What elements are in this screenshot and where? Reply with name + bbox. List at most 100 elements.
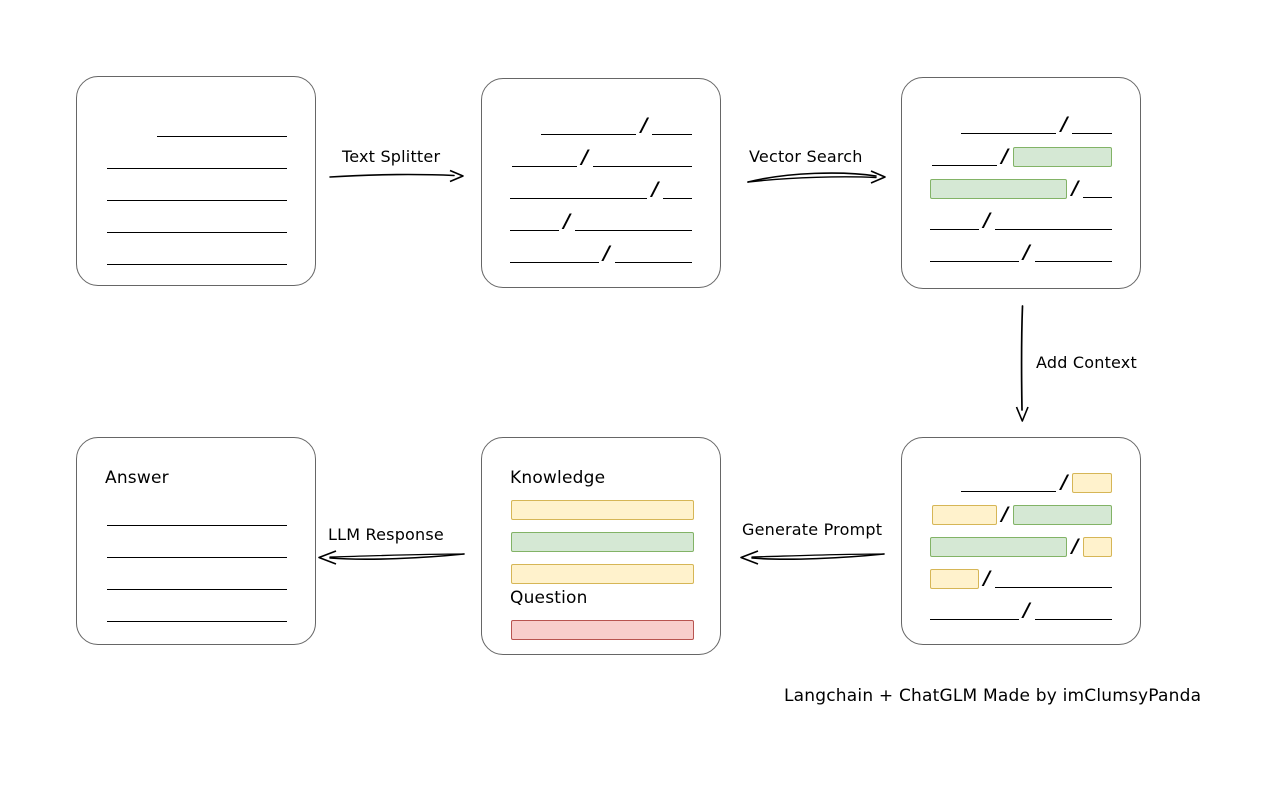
text-line-segment: [652, 115, 692, 137]
text-line-segment: [157, 117, 287, 139]
slash-separator: /: [563, 210, 571, 232]
text-line-segment: [930, 600, 1019, 622]
rule-lines-source-document: [107, 117, 287, 285]
rule-lines-context-chunks: /////: [930, 471, 1113, 644]
text-line-row: /: [932, 145, 1112, 168]
card-answer[interactable]: Answer: [76, 437, 316, 645]
text-line-segment: [510, 211, 559, 233]
rule-lines-answer: [107, 506, 287, 644]
slash-separator: /: [983, 209, 991, 231]
card-answer-content: [107, 438, 287, 644]
arrow-label-vector-search: Vector Search: [749, 147, 863, 166]
text-line-segment: [961, 114, 1057, 136]
text-line-segment: [930, 242, 1019, 264]
slash-separator: /: [1001, 145, 1009, 167]
arrow-label-generate-prompt: Generate Prompt: [742, 520, 883, 539]
text-line-row: [107, 570, 287, 592]
rule-lines-split-chunks: / / / / /: [510, 114, 693, 287]
text-line-segment: [663, 179, 692, 201]
card-context-chunks[interactable]: /////: [901, 437, 1141, 645]
slash-separator: /: [1071, 535, 1079, 557]
prompt-question-label: Question: [510, 588, 588, 608]
text-line-segment: [995, 568, 1112, 590]
highlight-chip-yellow: [932, 505, 997, 525]
text-line-segment: [541, 115, 637, 137]
footer-caption: Langchain + ChatGLM Made by imClumsyPand…: [784, 686, 1202, 706]
text-line-segment: [512, 147, 577, 169]
text-line-segment: [107, 602, 287, 624]
slash-separator: /: [1060, 113, 1068, 135]
text-line-row: [107, 245, 287, 267]
prompt-question-bar-1: [511, 620, 694, 640]
slash-separator: /: [1023, 241, 1031, 263]
card-split-chunks[interactable]: / / / / /: [481, 78, 721, 288]
highlight-chip-yellow: [1072, 473, 1112, 493]
text-line-row: /: [930, 177, 1112, 200]
text-line-row: /: [510, 178, 692, 201]
text-line-row: /: [930, 567, 1112, 590]
text-line-row: /: [930, 535, 1112, 558]
arrow-add-context: [1012, 305, 1034, 422]
slash-separator: /: [1001, 503, 1009, 525]
arrow-label-llm-response: LLM Response: [328, 525, 444, 544]
prompt-knowledge-bar-3: [511, 564, 694, 584]
text-line-segment: [107, 181, 287, 203]
card-prompt[interactable]: Knowledge Question: [481, 437, 721, 655]
prompt-knowledge-label: Knowledge: [510, 468, 606, 488]
text-line-row: /: [510, 242, 693, 265]
arrow-label-text-splitter: Text Splitter: [342, 147, 441, 166]
slash-separator: /: [640, 114, 648, 136]
text-line-segment: [961, 472, 1057, 494]
arrow-llm-response: [318, 548, 465, 566]
text-line-segment: [107, 506, 287, 528]
highlight-chip-green: [930, 179, 1068, 199]
text-line-row: [107, 538, 287, 560]
text-line-segment: [995, 210, 1112, 232]
card-matched-chunks[interactable]: / / / / /: [901, 77, 1141, 289]
text-line-row: [107, 181, 287, 203]
highlight-chip-green: [1013, 505, 1112, 525]
text-line-segment: [1072, 114, 1112, 136]
arrow-text-splitter: [329, 168, 464, 184]
text-line-row: /: [512, 146, 692, 169]
slash-separator: /: [603, 242, 611, 264]
text-line-row: [107, 149, 287, 171]
card-source-document[interactable]: [76, 76, 316, 286]
text-line-segment: [1034, 242, 1113, 264]
text-line-row: /: [930, 209, 1112, 232]
text-line-row: /: [510, 210, 692, 233]
text-line-segment: [107, 245, 287, 267]
text-line-segment: [510, 179, 648, 201]
prompt-knowledge-bar-2: [511, 532, 694, 552]
text-line-row: [107, 506, 287, 528]
text-line-row: [107, 602, 287, 624]
text-line-row: /: [512, 114, 692, 137]
rule-lines-matched-chunks: / / / / /: [930, 113, 1113, 288]
text-line-segment: [575, 211, 692, 233]
text-line-segment: [614, 243, 693, 265]
text-line-segment: [593, 147, 692, 169]
arrow-vector-search: [747, 168, 886, 186]
text-line-segment: [107, 570, 287, 592]
arrow-label-add-context: Add Context: [1036, 353, 1137, 372]
card-matched-chunks-content: / / / / /: [930, 78, 1113, 288]
text-line-segment: [107, 538, 287, 560]
text-line-row: /: [930, 599, 1113, 622]
slash-separator: /: [581, 146, 589, 168]
text-line-segment: [932, 146, 997, 168]
text-line-segment: [107, 213, 287, 235]
answer-label: Answer: [105, 468, 169, 488]
highlight-chip-green: [930, 537, 1068, 557]
text-line-segment: [1083, 178, 1112, 200]
slash-separator: /: [651, 178, 659, 200]
highlight-chip-green: [1013, 147, 1112, 167]
text-line-row: /: [930, 241, 1113, 264]
slash-separator: /: [1023, 599, 1031, 621]
text-line-segment: [510, 243, 599, 265]
text-line-segment: [107, 149, 287, 171]
text-line-row: [107, 213, 287, 235]
arrow-generate-prompt: [740, 548, 885, 566]
prompt-knowledge-bar-1: [511, 500, 694, 520]
text-line-row: [107, 117, 287, 139]
